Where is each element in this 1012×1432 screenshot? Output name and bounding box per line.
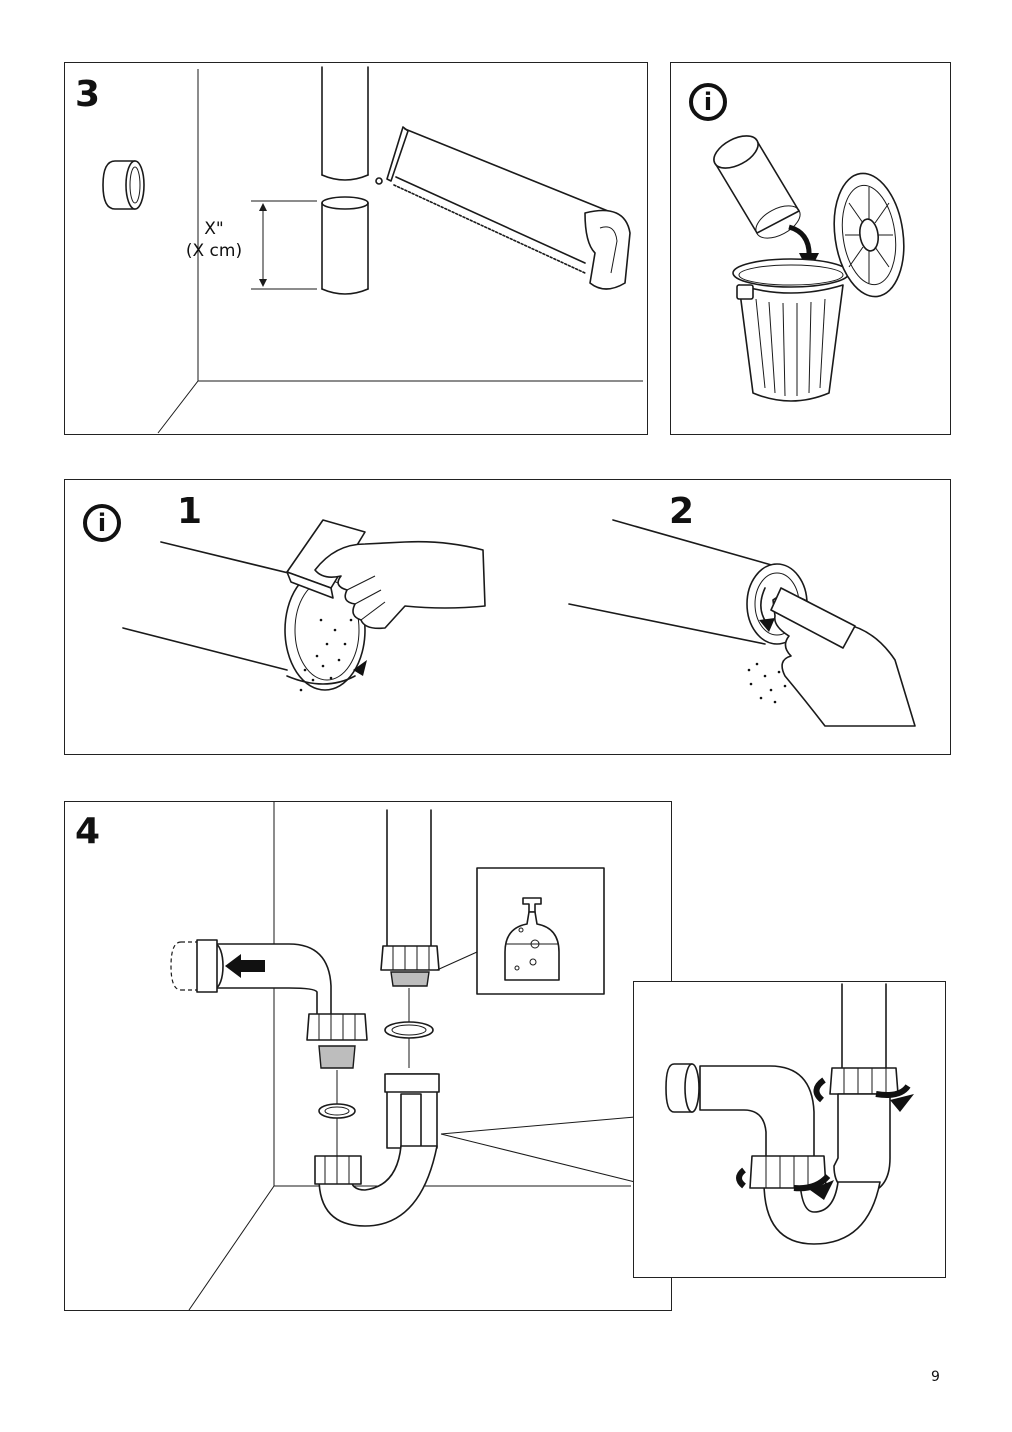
washer xyxy=(384,1021,434,1068)
substep-1-number: 1 xyxy=(177,491,203,532)
trash-bin-icon xyxy=(732,258,850,402)
pipe-wiping-inner xyxy=(568,519,808,645)
step-3-illustration xyxy=(102,66,643,434)
hand-icon xyxy=(770,587,916,727)
pipe-offcut xyxy=(713,135,801,239)
sink-tail-pipe xyxy=(380,809,440,1022)
washer xyxy=(318,1070,356,1156)
measure-arrow xyxy=(251,200,317,290)
saw-icon xyxy=(375,126,631,290)
slip-nut xyxy=(306,1013,368,1069)
elbow-pipe xyxy=(196,939,332,1017)
info-icon: i xyxy=(689,83,727,121)
info-disposal-panel: i xyxy=(670,62,951,435)
step-number: 3 xyxy=(75,74,101,115)
cleaning-illustration xyxy=(122,519,916,727)
measure-label: X" (X cm) xyxy=(179,218,249,262)
pipe-cut-piece xyxy=(321,196,369,295)
substep-2-number: 2 xyxy=(669,491,695,532)
soap-bottle-callout xyxy=(476,867,605,995)
hand-icon xyxy=(314,540,486,630)
assembly-detail-illustration xyxy=(665,983,914,1245)
measure-inches: X" xyxy=(204,219,224,239)
assembly-detail-callout xyxy=(633,981,946,1278)
soap-bottle-icon xyxy=(504,897,560,981)
pipe-upper xyxy=(321,66,369,181)
pipe-sanding-outer xyxy=(122,541,367,691)
step-4-panel: 4 xyxy=(64,801,672,1311)
arrow-icon xyxy=(736,1077,914,1200)
step-3-panel: 3 X" (X cm) xyxy=(64,62,648,435)
page-number: 9 xyxy=(931,1369,940,1385)
disposal-illustration xyxy=(713,135,905,402)
dust-particles xyxy=(299,618,353,692)
info-cleaning-panel: i 1 2 xyxy=(64,479,951,755)
step-number: 4 xyxy=(75,811,101,852)
step-4-illustration xyxy=(170,802,636,1310)
dust-particles xyxy=(747,662,787,704)
trash-lid xyxy=(833,172,905,298)
sandpaper-icon xyxy=(286,519,366,599)
p-trap xyxy=(314,1073,440,1227)
info-icon: i xyxy=(83,504,121,542)
wall-pipe-stub xyxy=(102,160,145,210)
arrow-icon xyxy=(225,954,265,978)
measure-cm: (X cm) xyxy=(185,241,243,261)
